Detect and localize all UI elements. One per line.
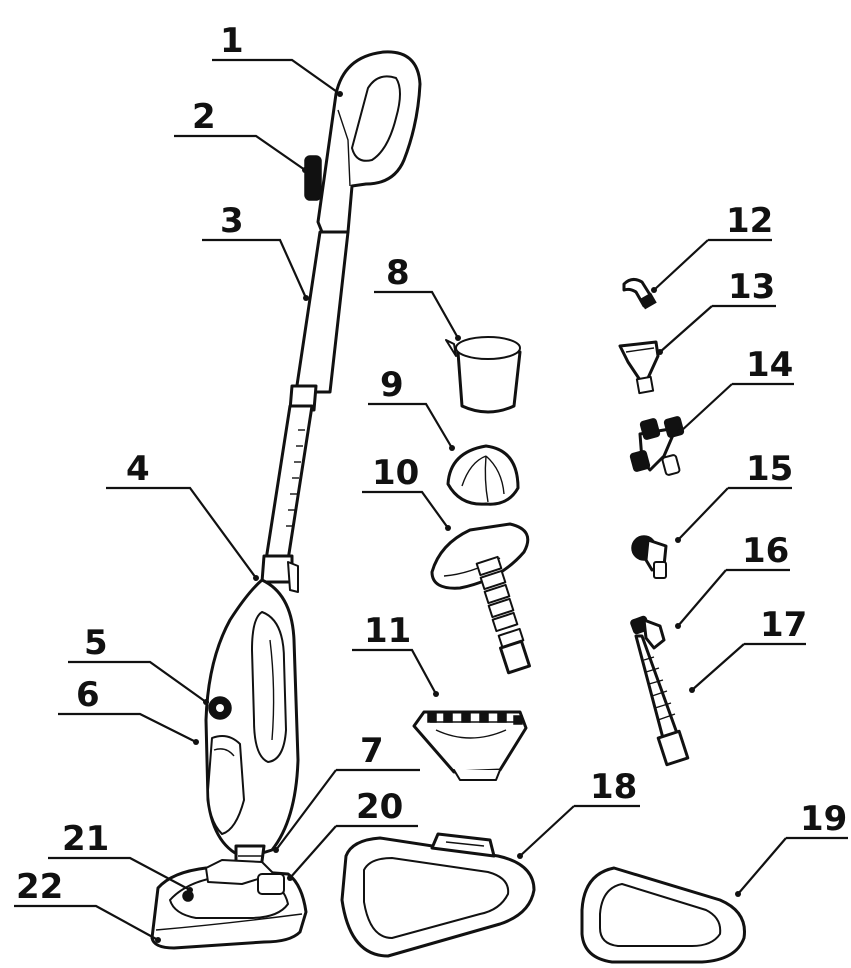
callout-20: 20 [356, 787, 403, 827]
angled-nozzle [622, 277, 657, 310]
round-cloth [446, 444, 520, 506]
callout-14: 14 [746, 345, 793, 385]
callout-1: 1 [220, 21, 244, 61]
y-connector [629, 416, 685, 476]
callout-13: 13 [728, 267, 775, 307]
callout-8: 8 [386, 253, 410, 293]
callout-4: 4 [126, 449, 150, 489]
callout-19: 19 [800, 799, 847, 839]
callout-17: 17 [760, 605, 807, 645]
triangle-carpet-glider [580, 866, 746, 964]
callout-7: 7 [360, 731, 384, 771]
carpet-glider [412, 710, 528, 781]
callout-9: 9 [380, 365, 404, 405]
callout-labels: 1 2 3 4 5 6 7 8 9 10 11 12 13 14 15 16 1… [16, 21, 847, 907]
callout-6: 6 [76, 675, 100, 715]
flat-nozzle [618, 340, 660, 395]
leader-lines [14, 58, 848, 943]
callout-18: 18 [590, 767, 637, 807]
extension-nozzle [634, 634, 690, 767]
callout-22: 22 [16, 867, 63, 907]
callout-5: 5 [84, 623, 108, 663]
triangle-pad [340, 832, 536, 958]
callout-15: 15 [746, 449, 793, 489]
callout-12: 12 [726, 201, 773, 241]
measuring-cup [445, 336, 522, 414]
callout-16: 16 [742, 531, 789, 571]
callout-10: 10 [372, 453, 419, 493]
callout-21: 21 [62, 819, 109, 859]
garment-steamer [430, 522, 531, 675]
callout-3: 3 [220, 201, 244, 241]
adapter-nozzle [630, 615, 666, 650]
callout-11: 11 [364, 611, 411, 651]
callout-2: 2 [192, 97, 216, 137]
round-brush [631, 535, 668, 579]
